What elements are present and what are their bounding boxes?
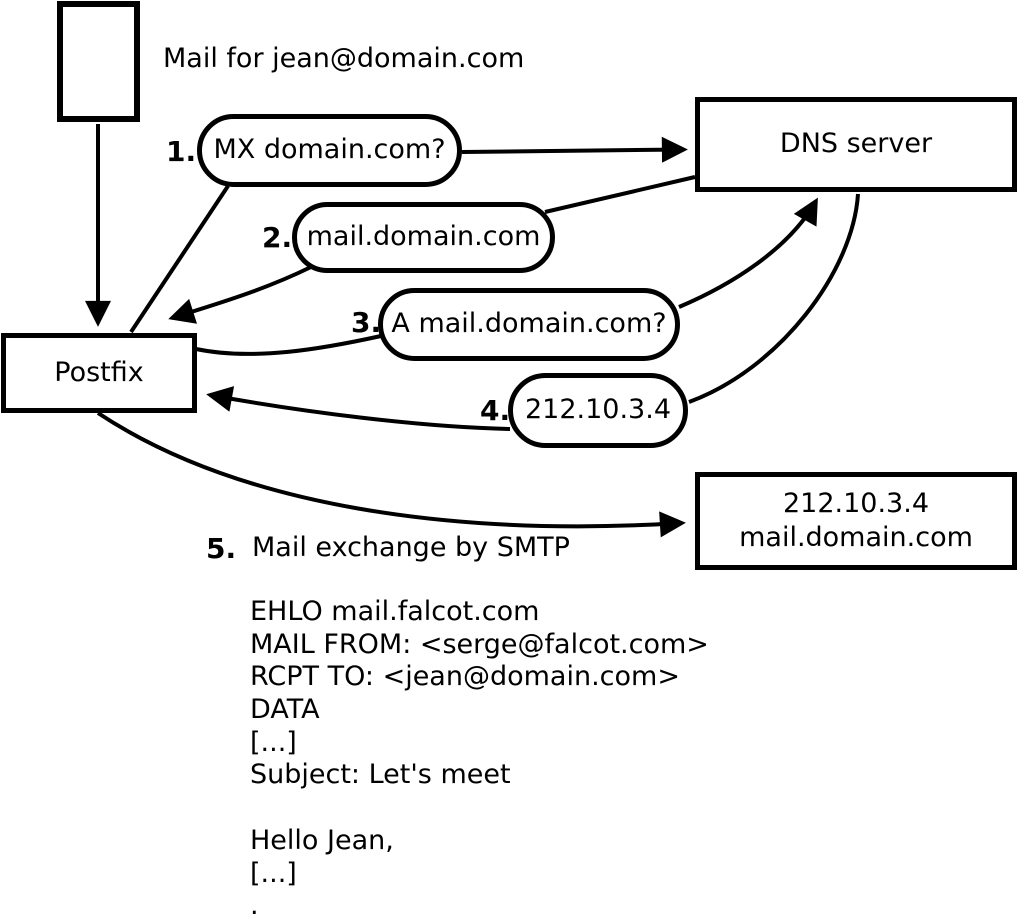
arrow-query-mx-to-dns [461, 136, 688, 163]
smtp-line-data: DATA [250, 694, 320, 726]
smtp-line-mail-from: MAIL FROM: <serge@falcot.com> [250, 628, 709, 660]
line-postfix-to-query-a [195, 334, 382, 356]
step-number-5: 5. [206, 532, 237, 565]
arrow-answer-a-to-postfix [206, 386, 511, 431]
smtp-session-block: EHLO mail.falcot.com MAIL FROM: <serge@f… [250, 596, 709, 919]
line-postfix-to-query-mx [129, 184, 230, 334]
destination-hostname: mail.domain.com [739, 522, 973, 553]
pill-query-a-label: A mail.domain.com? [391, 308, 667, 340]
pill-answer-a: 212.10.3.4 [508, 373, 688, 448]
smtp-line-end-dot: . [250, 890, 259, 919]
pill-query-mx: MX domain.com? [197, 114, 462, 187]
step-number-2: 2. [262, 221, 293, 254]
line-dns-to-answer-mx [544, 175, 696, 214]
pill-query-a: A mail.domain.com? [378, 288, 680, 361]
arrow-smtp-to-destination [96, 411, 686, 538]
postfix-label: Postfix [54, 356, 144, 388]
smtp-line-rcpt-to: RCPT TO: <jean@domain.com> [250, 661, 680, 693]
dns-server-label: DNS server [779, 128, 933, 160]
pill-answer-mx: mail.domain.com [292, 202, 555, 273]
envelope-shape [57, 1, 140, 122]
pill-answer-a-label: 212.10.3.4 [525, 394, 671, 426]
dns-server-box: DNS server [695, 97, 1017, 192]
destination-server-box: 212.10.3.4 mail.domain.com [695, 472, 1017, 570]
arrow-query-a-to-dns [678, 197, 818, 309]
smtp-line-ellipsis-2: [...] [250, 857, 297, 889]
smtp-line-subject: Subject: Let's meet [250, 759, 511, 791]
smtp-line-ehlo: EHLO mail.falcot.com [250, 596, 540, 627]
line-dns-to-answer-a [688, 193, 860, 404]
smtp-exchange-label: Mail exchange by SMTP [252, 532, 570, 563]
postfix-box: Postfix [1, 333, 197, 413]
step-number-4: 4. [480, 394, 511, 427]
step-number-3: 3. [351, 306, 382, 339]
pill-query-mx-label: MX domain.com? [213, 134, 446, 166]
arrow-answer-mx-to-postfix [168, 265, 312, 324]
smtp-line-ellipsis-1: [...] [250, 726, 297, 758]
smtp-line-hello: Hello Jean, [250, 824, 394, 856]
destination-ip: 212.10.3.4 [783, 488, 929, 519]
pill-answer-mx-label: mail.domain.com [306, 221, 541, 253]
mail-caption: Mail for jean@domain.com [163, 43, 525, 74]
step-number-1: 1. [166, 135, 197, 168]
smtp-line-blank [250, 792, 709, 825]
